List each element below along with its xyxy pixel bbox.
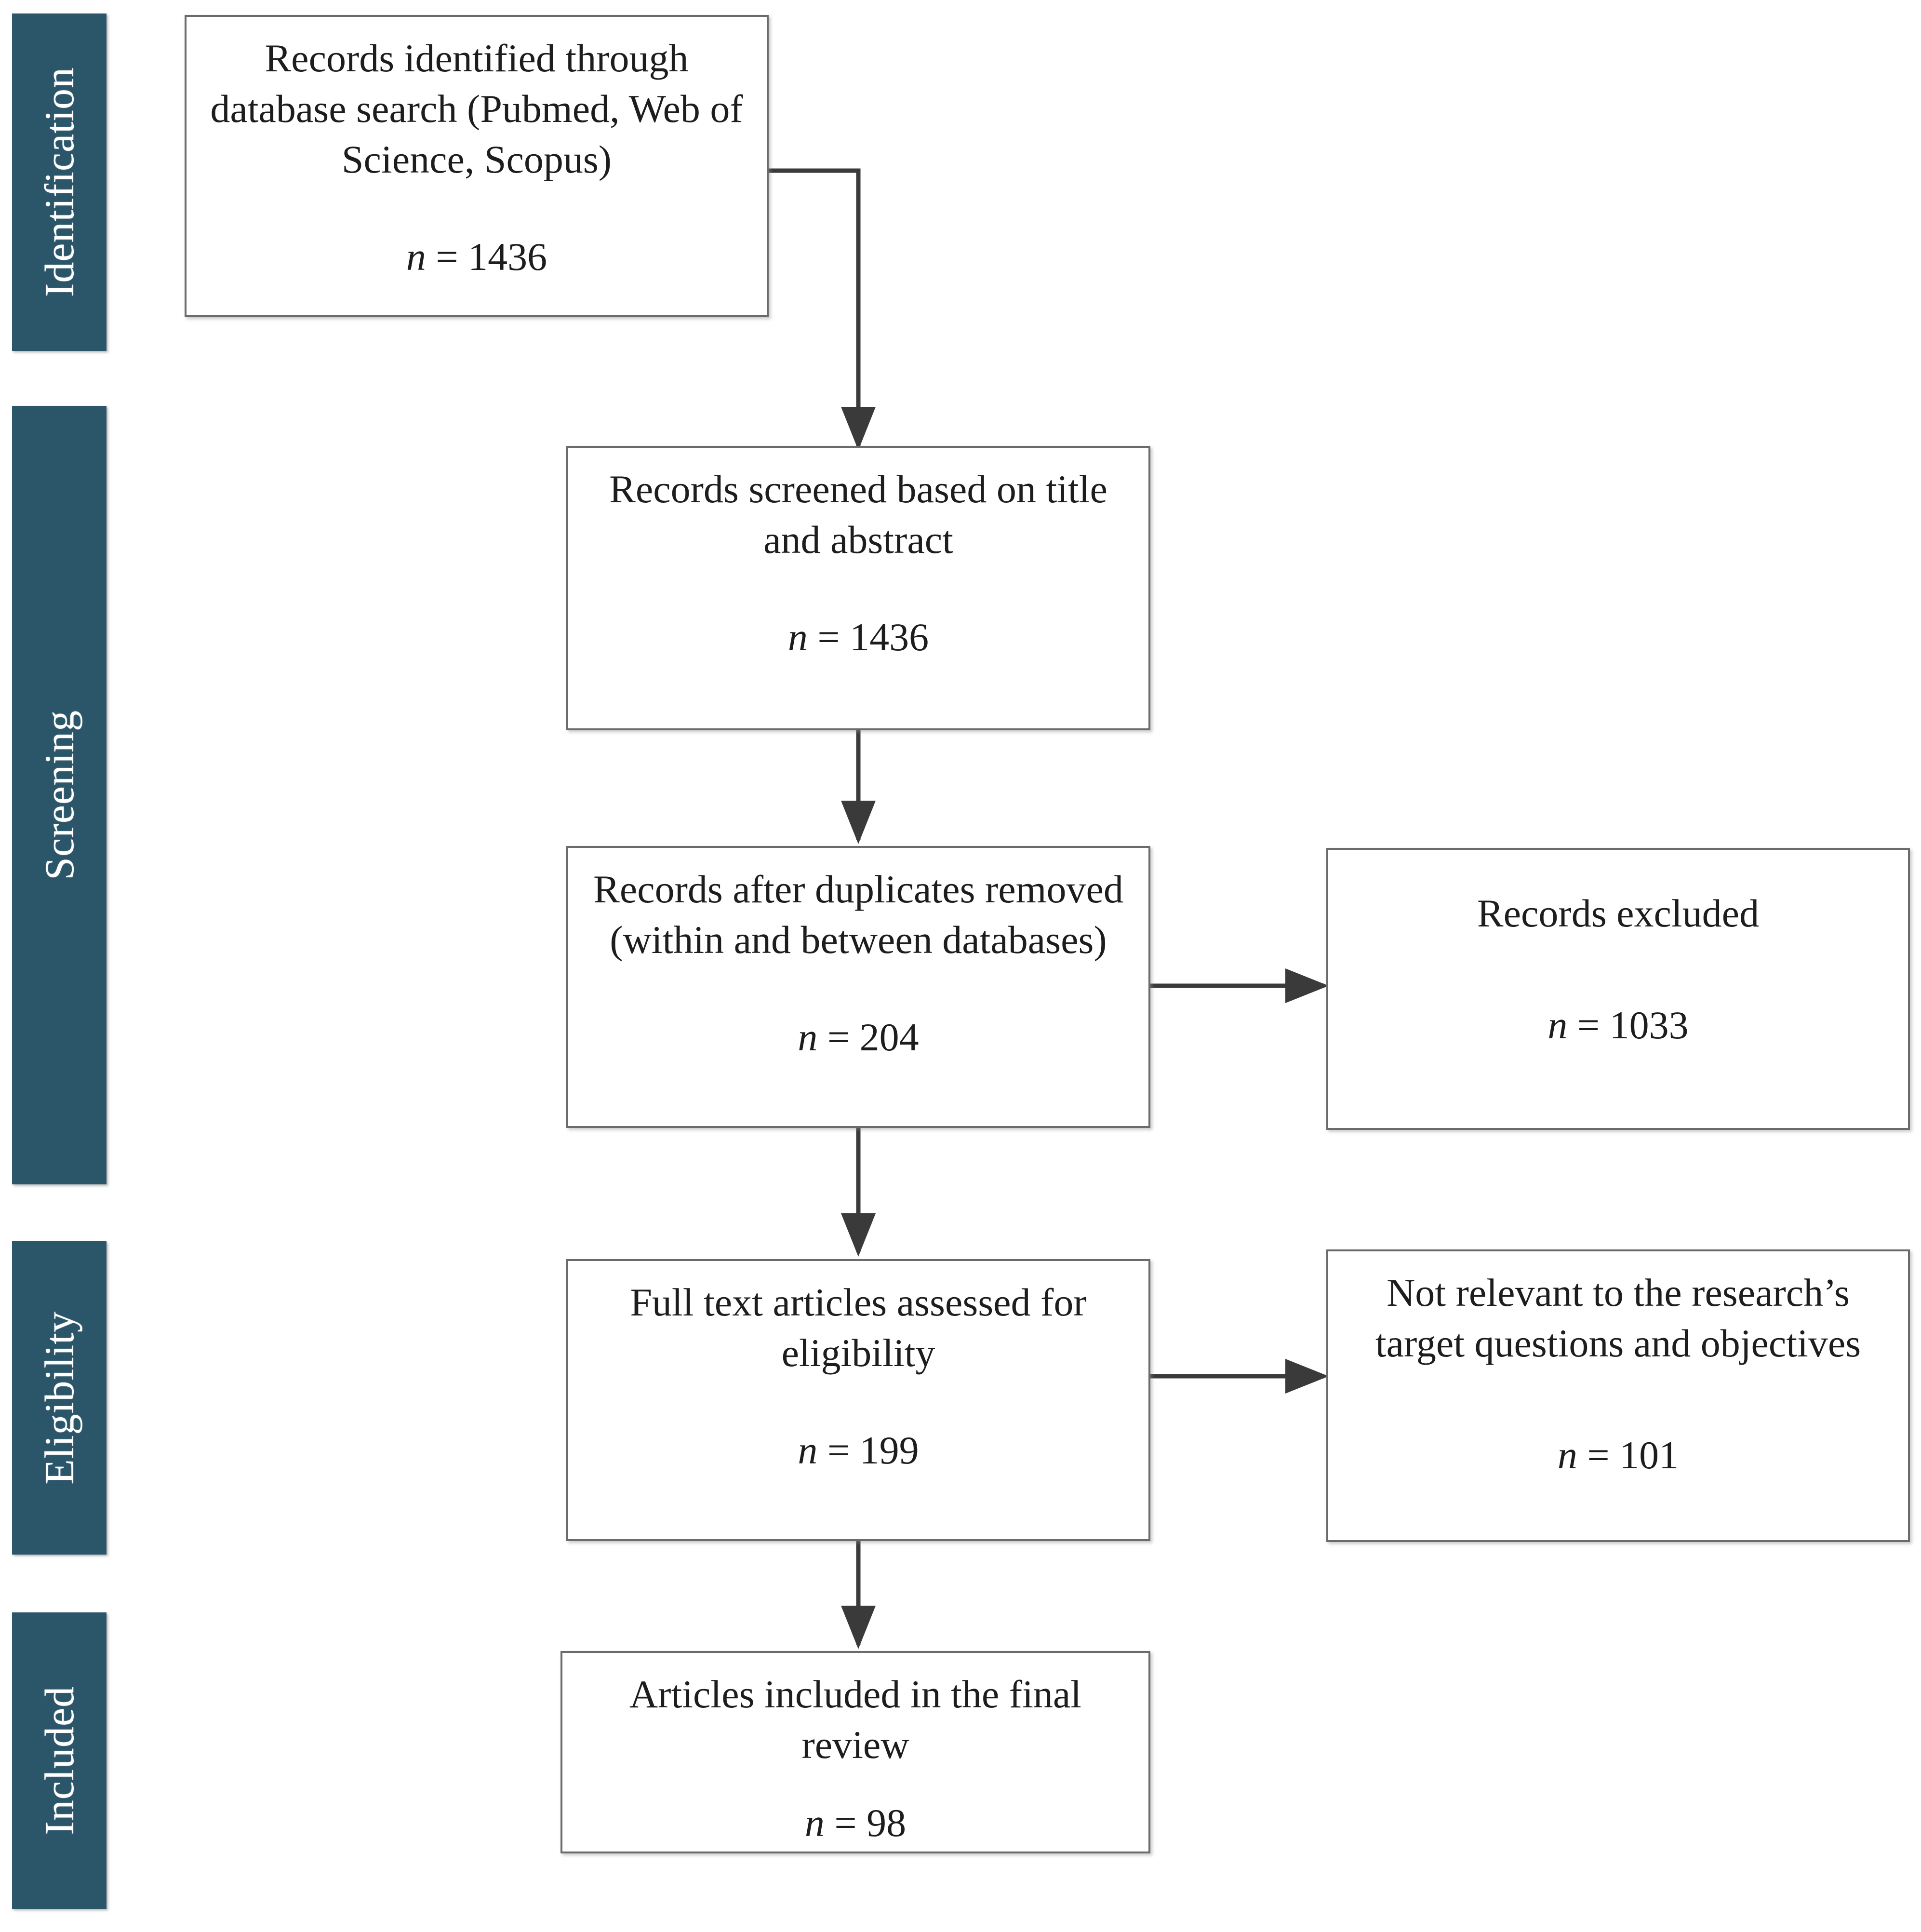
box-fulltext-assessed-title: Full text articles assessed for eligibil… bbox=[630, 1280, 1087, 1375]
count-n-symbol: n bbox=[787, 615, 808, 659]
box-records-identified: Records identified through database sear… bbox=[185, 15, 769, 317]
stage-label-screening: Screening bbox=[36, 710, 82, 880]
count-equals: = bbox=[1587, 1433, 1610, 1477]
box-duplicates-removed-count: n = 204 bbox=[582, 1014, 1135, 1061]
stage-label-included: Included bbox=[36, 1686, 82, 1835]
stage-label-eligibility: Eligibility bbox=[36, 1311, 82, 1485]
count-equals: = bbox=[817, 615, 840, 659]
box-records-screened: Records screened based on title and abst… bbox=[566, 446, 1150, 730]
count-equals: = bbox=[827, 1015, 850, 1059]
count-equals: = bbox=[436, 234, 458, 279]
box-records-excluded-count: n = 1033 bbox=[1342, 1002, 1894, 1049]
box-records-screened-title: Records screened based on title and abst… bbox=[609, 467, 1107, 562]
count-n-symbol: n bbox=[798, 1428, 818, 1472]
stage-label-identification: Identification bbox=[36, 67, 82, 297]
count-n-symbol: n bbox=[406, 234, 426, 279]
count-n-symbol: n bbox=[804, 1800, 825, 1845]
count-value: 98 bbox=[867, 1800, 907, 1845]
box-included-final: Articles included in the final review n … bbox=[560, 1651, 1150, 1853]
box-included-final-title: Articles included in the final review bbox=[629, 1672, 1082, 1767]
count-n-symbol: n bbox=[1557, 1433, 1577, 1477]
stage-bar-identification: Identification bbox=[12, 13, 107, 351]
count-value: 1436 bbox=[468, 234, 547, 279]
box-duplicates-removed-title: Records after duplicates removed (within… bbox=[593, 867, 1123, 962]
box-records-excluded-title: Records excluded bbox=[1477, 891, 1760, 935]
count-value: 204 bbox=[859, 1015, 919, 1059]
box-not-relevant-title: Not relevant to the research’s target qu… bbox=[1375, 1271, 1861, 1365]
connector-identified-to-screened bbox=[768, 168, 876, 450]
stage-bar-eligibility: Eligibility bbox=[12, 1241, 107, 1555]
count-value: 1436 bbox=[850, 615, 929, 659]
count-n-symbol: n bbox=[1547, 1003, 1568, 1047]
box-records-screened-count: n = 1436 bbox=[582, 614, 1135, 661]
count-value: 101 bbox=[1619, 1433, 1679, 1477]
count-value: 199 bbox=[859, 1428, 919, 1472]
box-records-identified-count: n = 1436 bbox=[200, 233, 753, 281]
box-included-final-count: n = 98 bbox=[576, 1799, 1135, 1847]
count-equals: = bbox=[834, 1800, 857, 1845]
box-fulltext-assessed: Full text articles assessed for eligibil… bbox=[566, 1259, 1150, 1541]
box-not-relevant: Not relevant to the research’s target qu… bbox=[1326, 1249, 1910, 1542]
count-equals: = bbox=[1577, 1003, 1600, 1047]
box-not-relevant-count: n = 101 bbox=[1342, 1432, 1894, 1479]
box-duplicates-removed: Records after duplicates removed (within… bbox=[566, 846, 1150, 1128]
stage-bar-screening: Screening bbox=[12, 406, 107, 1184]
count-equals: = bbox=[827, 1428, 850, 1472]
box-fulltext-assessed-count: n = 199 bbox=[582, 1427, 1135, 1474]
count-n-symbol: n bbox=[798, 1015, 818, 1059]
box-records-identified-title: Records identified through database sear… bbox=[210, 36, 743, 181]
count-value: 1033 bbox=[1609, 1003, 1689, 1047]
box-records-excluded: Records excluded n = 1033 bbox=[1326, 848, 1910, 1130]
stage-bar-included: Included bbox=[12, 1612, 107, 1909]
